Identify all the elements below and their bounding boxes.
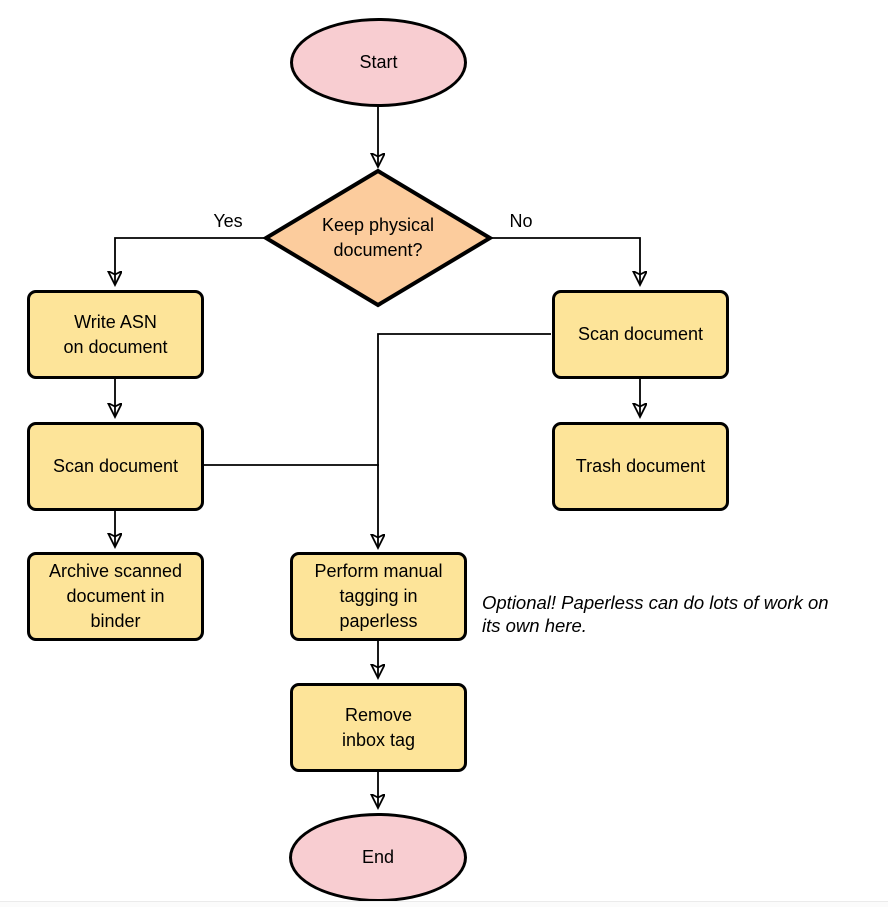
edge-decision-yes-to-write-asn <box>115 237 264 284</box>
edge-label-yes: Yes <box>210 211 246 231</box>
node-remove-inbox-tag: Remove inbox tag <box>290 683 467 772</box>
node-decision-keep-physical: Keep physical document? <box>263 168 493 308</box>
node-decision-label: Keep physical document? <box>321 215 435 260</box>
node-tagging-label: Perform manual tagging in paperless <box>314 561 443 631</box>
node-end: End <box>289 813 467 902</box>
node-archive-binder: Archive scanned document in binder <box>27 552 204 641</box>
edge-decision-no-to-scan-right <box>492 237 640 284</box>
node-scan-left-label: Scan document <box>52 456 179 476</box>
node-start-label: Start <box>359 52 398 72</box>
diamond-shape <box>263 168 493 308</box>
node-end-label: End <box>361 847 395 867</box>
node-archive-label: Archive scanned document in binder <box>48 561 183 631</box>
node-scan-document-right: Scan document <box>552 290 729 379</box>
node-trash-label: Trash document <box>575 456 706 476</box>
bottom-separator <box>0 901 888 907</box>
node-trash-document: Trash document <box>552 422 729 511</box>
node-scan-right-label: Scan document <box>577 324 704 344</box>
node-write-asn: Write ASN on document <box>27 290 204 379</box>
node-remove-inbox-label: Remove inbox tag <box>341 704 416 750</box>
node-write-asn-label: Write ASN on document <box>63 311 168 357</box>
node-manual-tagging: Perform manual tagging in paperless <box>290 552 467 641</box>
edge-scan-right-to-tagging <box>378 333 551 547</box>
edge-label-no: No <box>506 211 536 231</box>
annotation-optional-note: Optional! Paperless can do lots of work … <box>482 592 829 636</box>
node-start: Start <box>290 18 467 107</box>
node-scan-document-left: Scan document <box>27 422 204 511</box>
